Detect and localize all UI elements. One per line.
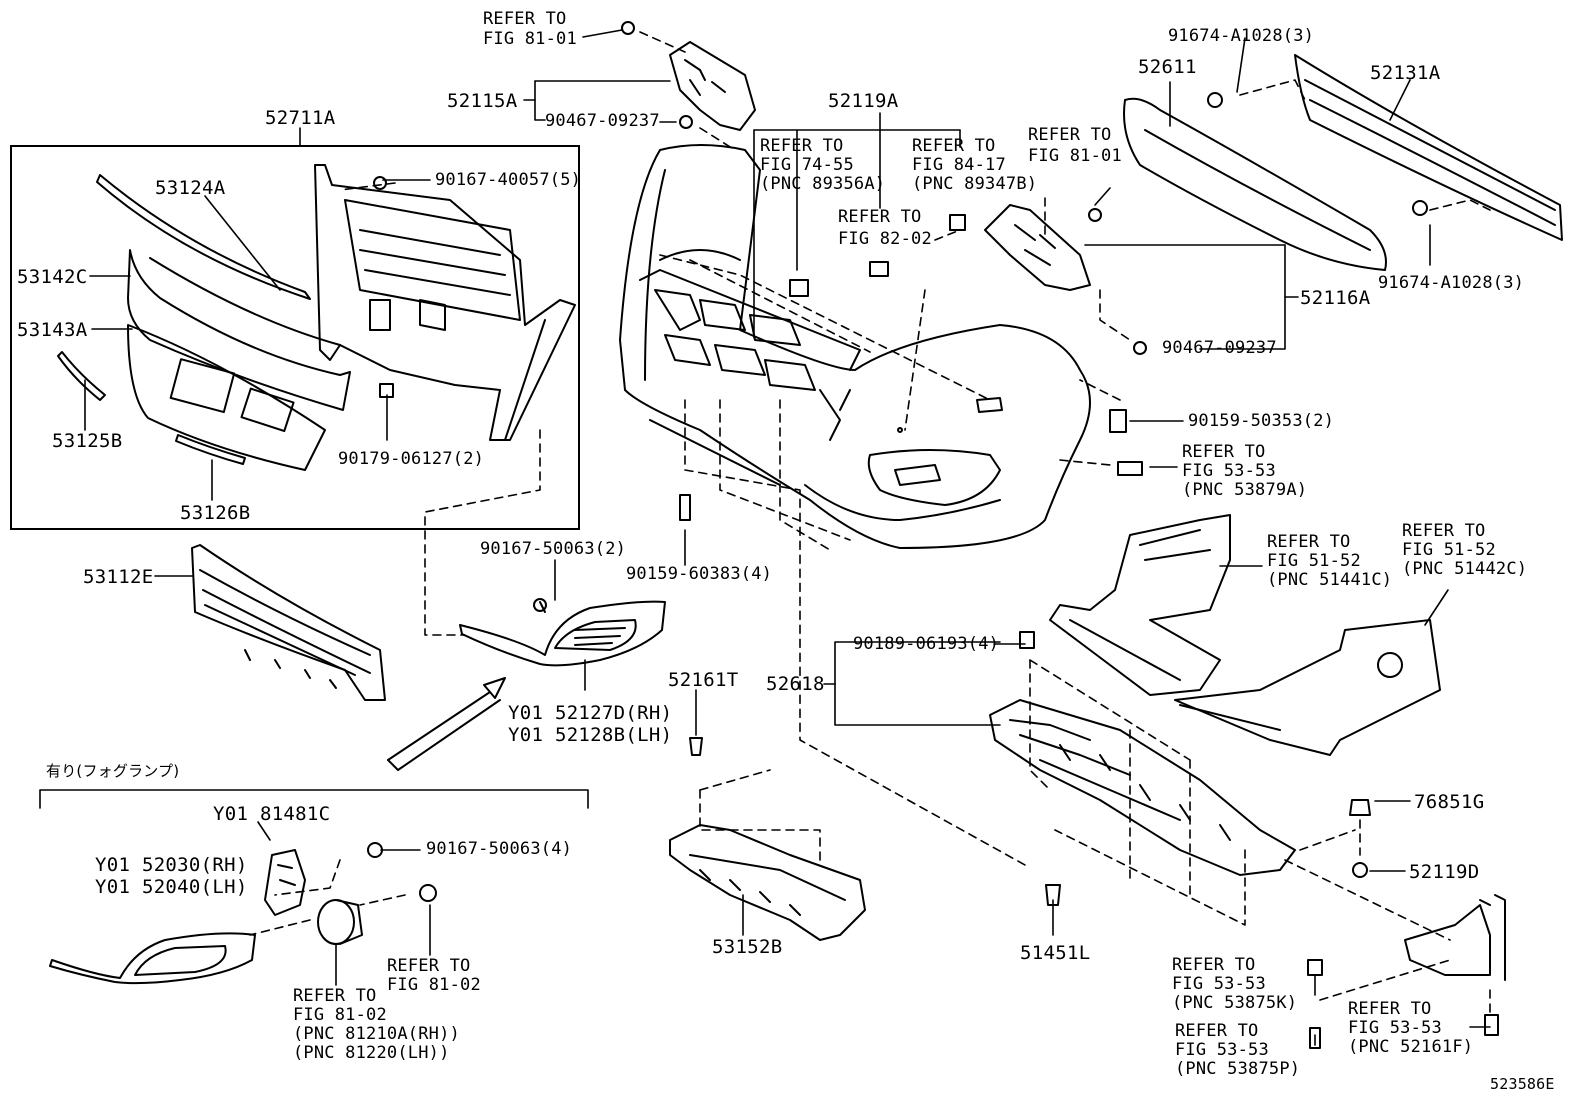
fastener-90467-09237-right: 90467-09237 (1162, 338, 1277, 358)
refer-74-55-line3: (PNC 89356A) (760, 174, 886, 194)
part-52119d: 52119D (1409, 861, 1480, 883)
fastener-91674-a1028-top: 91674-A1028(3) (1168, 26, 1315, 46)
refer-53-53-f-line1: REFER TO (1348, 999, 1432, 1019)
part-53112e: 53112E (83, 566, 154, 588)
refer-53-53-k-line2: FIG 53-53 (1172, 974, 1266, 994)
refer-53-53-k-line3: (PNC 53875K) (1172, 993, 1298, 1013)
refer-53-53-p-line3: (PNC 53875P) (1175, 1059, 1301, 1079)
part-52161t: 52161T (668, 669, 739, 691)
part-52618: 52618 (766, 673, 825, 695)
refer-82-02-line1: REFER TO (838, 207, 922, 227)
refer-53-53-a-line1: REFER TO (1182, 442, 1266, 462)
part-52119a: 52119A (828, 90, 899, 112)
refer-81-01-top-line2: FIG 81-01 (483, 29, 577, 49)
part-y01-52128b-lh: Y01 52128B(LH) (508, 724, 673, 746)
undercovers (989, 514, 1441, 876)
grille-assembly-frame (10, 145, 580, 530)
refer-53-53-k-line1: REFER TO (1172, 955, 1256, 975)
refer-81-02-b-line1: REFER TO (293, 986, 377, 1006)
refer-84-17-line3: (PNC 89347B) (912, 174, 1038, 194)
refer-74-55-line2: FIG 74-55 (760, 155, 854, 175)
fender-bracket (1404, 894, 1506, 981)
refer-81-02-b-line3: (PNC 81210A(RH)) (293, 1024, 460, 1044)
fog-section (39, 789, 589, 985)
refer-84-17-line1: REFER TO (912, 136, 996, 156)
part-53125b: 53125B (52, 430, 123, 452)
grille-assembly (57, 164, 576, 471)
refer-53-53-f-line3: (PNC 52161F) (1348, 1037, 1474, 1057)
bracket-52115a (621, 21, 756, 131)
fasteners (373, 176, 1499, 1049)
refer-81-02-b-line4: (PNC 81220(LH)) (293, 1043, 450, 1063)
part-53142c: 53142C (17, 266, 88, 288)
lower-cover-53152b (669, 824, 866, 941)
refer-74-55-line1: REFER TO (760, 136, 844, 156)
dashed-lines (249, 31, 1491, 1016)
part-52115a: 52115A (447, 90, 518, 112)
part-53152b: 53152B (712, 936, 783, 958)
bumper-reinforcement (1123, 54, 1563, 271)
part-52131a: 52131A (1370, 62, 1441, 84)
fastener-90179-06127: 90179-06127(2) (338, 449, 485, 469)
part-51451l: 51451L (1020, 942, 1091, 964)
fastener-90167-50063-4: 90167-50063(4) (426, 839, 573, 859)
refer-51-52-c-line1: REFER TO (1267, 532, 1351, 552)
refer-81-01-mid-line2: FIG 81-01 (1028, 146, 1122, 166)
part-y01-52127d-rh: Y01 52127D(RH) (508, 702, 673, 724)
fastener-90167-50063-2: 90167-50063(2) (480, 539, 627, 559)
fastener-90159-50353: 90159-50353(2) (1188, 411, 1335, 431)
part-76851g: 76851G (1414, 791, 1485, 813)
refer-53-53-f-line2: FIG 53-53 (1348, 1018, 1442, 1038)
figure-id: 523586E (1490, 1075, 1555, 1093)
part-53126b: 53126B (180, 502, 251, 524)
lower-grille (191, 544, 386, 701)
refer-81-02-b-line2: FIG 81-02 (293, 1005, 387, 1025)
bumper-cover (619, 144, 1091, 549)
fog-section-label: 有り(フォグランプ) (46, 762, 180, 780)
refer-53-53-p-line1: REFER TO (1175, 1021, 1259, 1041)
part-y01-81481c: Y01 81481C (213, 803, 331, 825)
assembly-arrow (387, 677, 506, 771)
refer-53-53-p-line2: FIG 53-53 (1175, 1040, 1269, 1060)
part-52116a: 52116A (1300, 287, 1371, 309)
part-53124a: 53124A (155, 177, 226, 199)
fastener-90189-06193: 90189-06193(4) (853, 634, 1000, 654)
refer-51-52-c-line3: (PNC 51441C) (1267, 570, 1393, 590)
refer-82-02-line2: FIG 82-02 (838, 229, 932, 249)
part-y01-52040-lh: Y01 52040(LH) (95, 876, 248, 898)
fog-bezel-upper (459, 598, 666, 667)
bracket-52116a (984, 204, 1147, 355)
fastener-90159-60383: 90159-60383(4) (626, 564, 773, 584)
refer-51-52-d-line1: REFER TO (1402, 521, 1486, 541)
fastener-90467-09237-top: 90467-09237 (545, 111, 660, 131)
part-y01-52030-rh: Y01 52030(RH) (95, 854, 248, 876)
fastener-90167-40057: 90167-40057(5) (435, 170, 582, 190)
refer-53-53-a-line3: (PNC 53879A) (1182, 480, 1308, 500)
refer-53-53-a-line2: FIG 53-53 (1182, 461, 1276, 481)
refer-81-02-a-line2: FIG 81-02 (387, 975, 481, 995)
refer-51-52-c-line2: FIG 51-52 (1267, 551, 1361, 571)
part-52711a: 52711A (265, 107, 336, 129)
refer-81-01-mid-line1: REFER TO (1028, 125, 1112, 145)
refer-81-01-top-line1: REFER TO (483, 9, 567, 29)
part-53143a: 53143A (17, 319, 88, 341)
refer-84-17-line2: FIG 84-17 (912, 155, 1006, 175)
part-52611: 52611 (1138, 56, 1197, 78)
refer-51-52-d-line2: FIG 51-52 (1402, 540, 1496, 560)
refer-51-52-d-line3: (PNC 51442C) (1402, 559, 1528, 579)
refer-81-02-a-line1: REFER TO (387, 956, 471, 976)
fastener-91674-a1028-right: 91674-A1028(3) (1378, 273, 1525, 293)
